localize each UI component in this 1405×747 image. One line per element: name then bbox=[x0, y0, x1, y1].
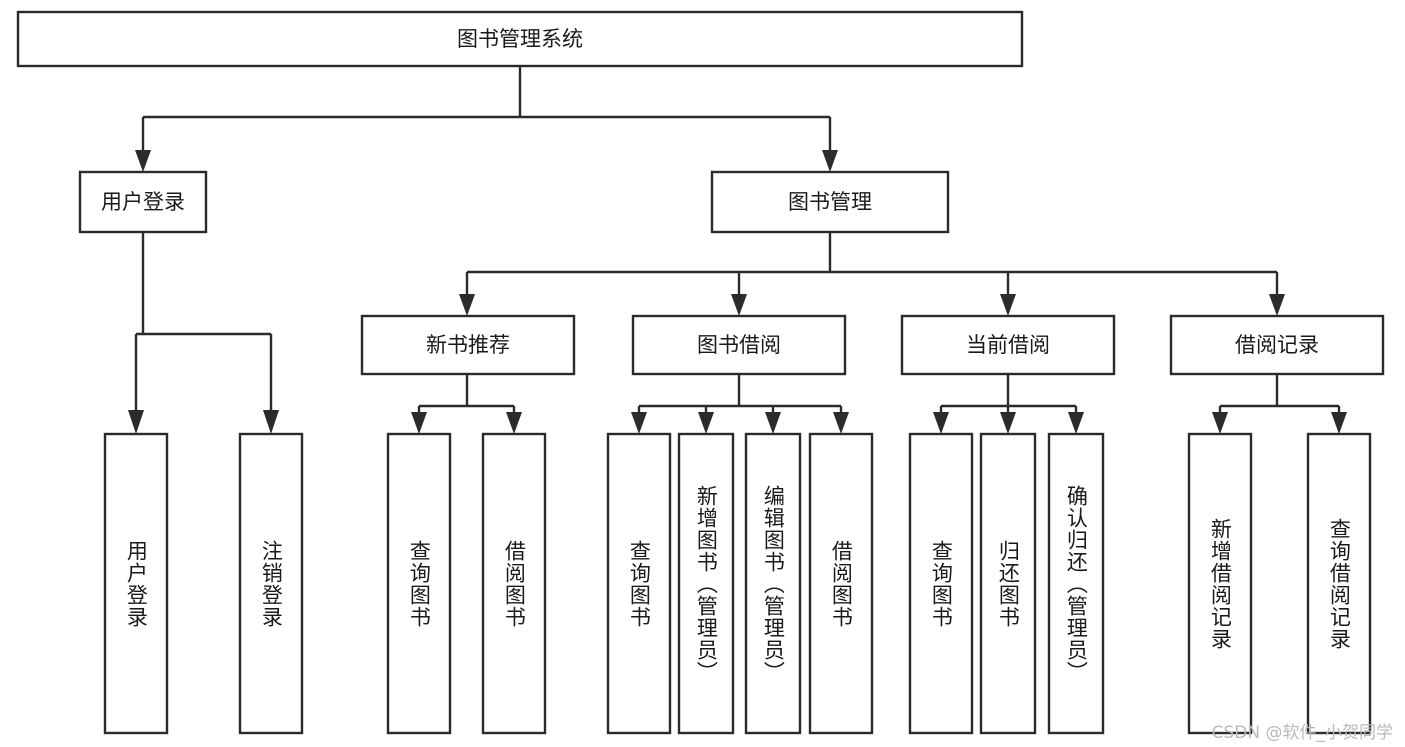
leaf-box-9[interactable] bbox=[908, 432, 974, 735]
leaf-box-6[interactable] bbox=[677, 432, 735, 735]
node-book-borrow-label: 图书借阅 bbox=[697, 333, 781, 357]
leaf-box-2[interactable] bbox=[238, 432, 304, 735]
leaf-box-1[interactable] bbox=[103, 432, 169, 735]
arrowhead-borrow bbox=[731, 294, 747, 316]
arrowhead-leaf-3 bbox=[411, 412, 427, 434]
node-borrow-records[interactable]: 借阅记录 bbox=[1169, 314, 1385, 376]
leaf-box-4[interactable] bbox=[481, 432, 547, 735]
node-root-label: 图书管理系统 bbox=[457, 27, 583, 51]
node-current-borrow-box[interactable] bbox=[900, 314, 1116, 376]
arrowhead-leaf-9 bbox=[933, 412, 949, 434]
arrowhead-leaf-4 bbox=[506, 412, 522, 434]
arrowhead-leaf-11 bbox=[1068, 412, 1084, 434]
csdn-watermark: CSDN @软件_小贺同学 bbox=[1211, 723, 1393, 743]
node-book-management[interactable]: 图书管理 bbox=[710, 170, 950, 234]
arrowhead-leaf-12 bbox=[1212, 412, 1228, 434]
leaf-box-5[interactable] bbox=[606, 432, 672, 735]
node-book-management-label: 图书管理 bbox=[788, 190, 872, 214]
arrowhead-newbook bbox=[459, 294, 475, 316]
arrowhead-current bbox=[1000, 294, 1016, 316]
node-user-login[interactable]: 用户登录 bbox=[78, 170, 208, 234]
node-new-book-recommend-label: 新书推荐 bbox=[426, 333, 510, 357]
node-current-borrow-label: 当前借阅 bbox=[966, 333, 1050, 357]
arrowhead-leaf-1 bbox=[128, 410, 144, 434]
node-borrow-records-box[interactable] bbox=[1169, 314, 1385, 376]
node-root-box[interactable] bbox=[16, 10, 1024, 68]
arrowhead-leaf-7 bbox=[765, 412, 781, 434]
arrowhead-leaf-13 bbox=[1331, 412, 1347, 434]
arrowhead-leaf-2 bbox=[263, 410, 279, 434]
node-book-borrow-box[interactable] bbox=[631, 314, 847, 376]
arrowhead-leaf-6 bbox=[698, 412, 714, 434]
leaf-box-11[interactable] bbox=[1047, 432, 1105, 735]
arrowhead-book-mgmt bbox=[822, 150, 838, 172]
leaf-box-12[interactable] bbox=[1187, 432, 1253, 735]
node-book-borrow[interactable]: 图书借阅 bbox=[631, 314, 847, 376]
node-new-book-recommend[interactable]: 新书推荐 bbox=[360, 314, 576, 376]
leaf-box-10[interactable] bbox=[979, 432, 1037, 735]
node-new-book-recommend-box[interactable] bbox=[360, 314, 576, 376]
arrowhead-leaf-8 bbox=[833, 412, 849, 434]
node-root[interactable]: 图书管理系统 bbox=[16, 10, 1024, 68]
leaf-box-8[interactable] bbox=[808, 432, 874, 735]
arrowhead-leaf-5 bbox=[631, 412, 647, 434]
arrowhead-leaf-10 bbox=[1000, 412, 1016, 434]
leaf-box-7[interactable] bbox=[744, 432, 802, 735]
leaf-box-3[interactable] bbox=[386, 432, 452, 735]
arrowhead-user-login bbox=[135, 150, 151, 172]
node-current-borrow[interactable]: 当前借阅 bbox=[900, 314, 1116, 376]
leaf-box-13[interactable] bbox=[1306, 432, 1372, 735]
node-borrow-records-label: 借阅记录 bbox=[1235, 333, 1319, 357]
arrowhead-records bbox=[1269, 294, 1285, 316]
connector-layer bbox=[128, 66, 1347, 434]
node-user-login-box[interactable] bbox=[78, 170, 208, 234]
node-user-login-label: 用户登录 bbox=[101, 190, 185, 214]
node-book-management-box[interactable] bbox=[710, 170, 950, 234]
